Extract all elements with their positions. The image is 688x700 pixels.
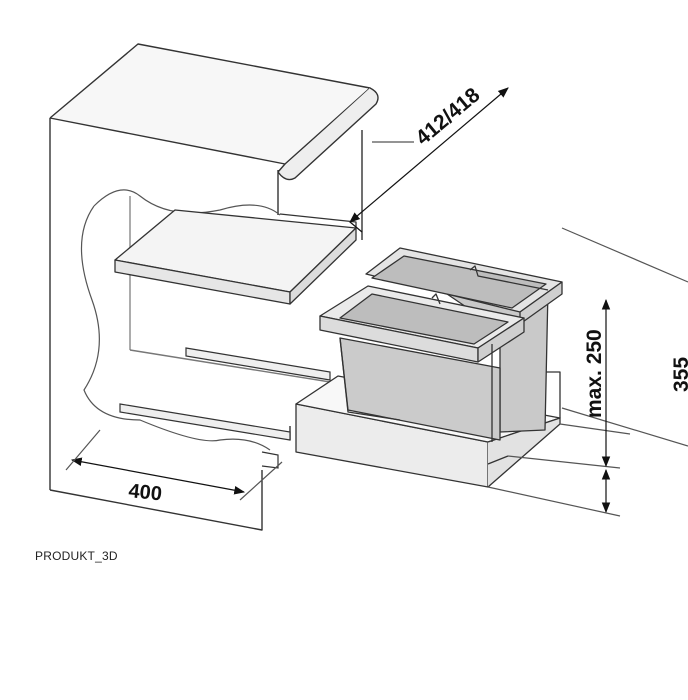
runner-rails [119,347,331,469]
shelf-tray [114,209,357,305]
dimension-depth [349,87,509,233]
dimension-width-label: 400 [127,480,162,505]
dimension-max-height-label: max. 250 [583,329,606,418]
dimension-width [65,429,283,501]
caption: PRODUKT_3D [35,549,118,563]
dimension-total-height-label: 355 [670,357,688,392]
waste-bins [319,247,563,442]
dimension-heights [487,227,688,517]
